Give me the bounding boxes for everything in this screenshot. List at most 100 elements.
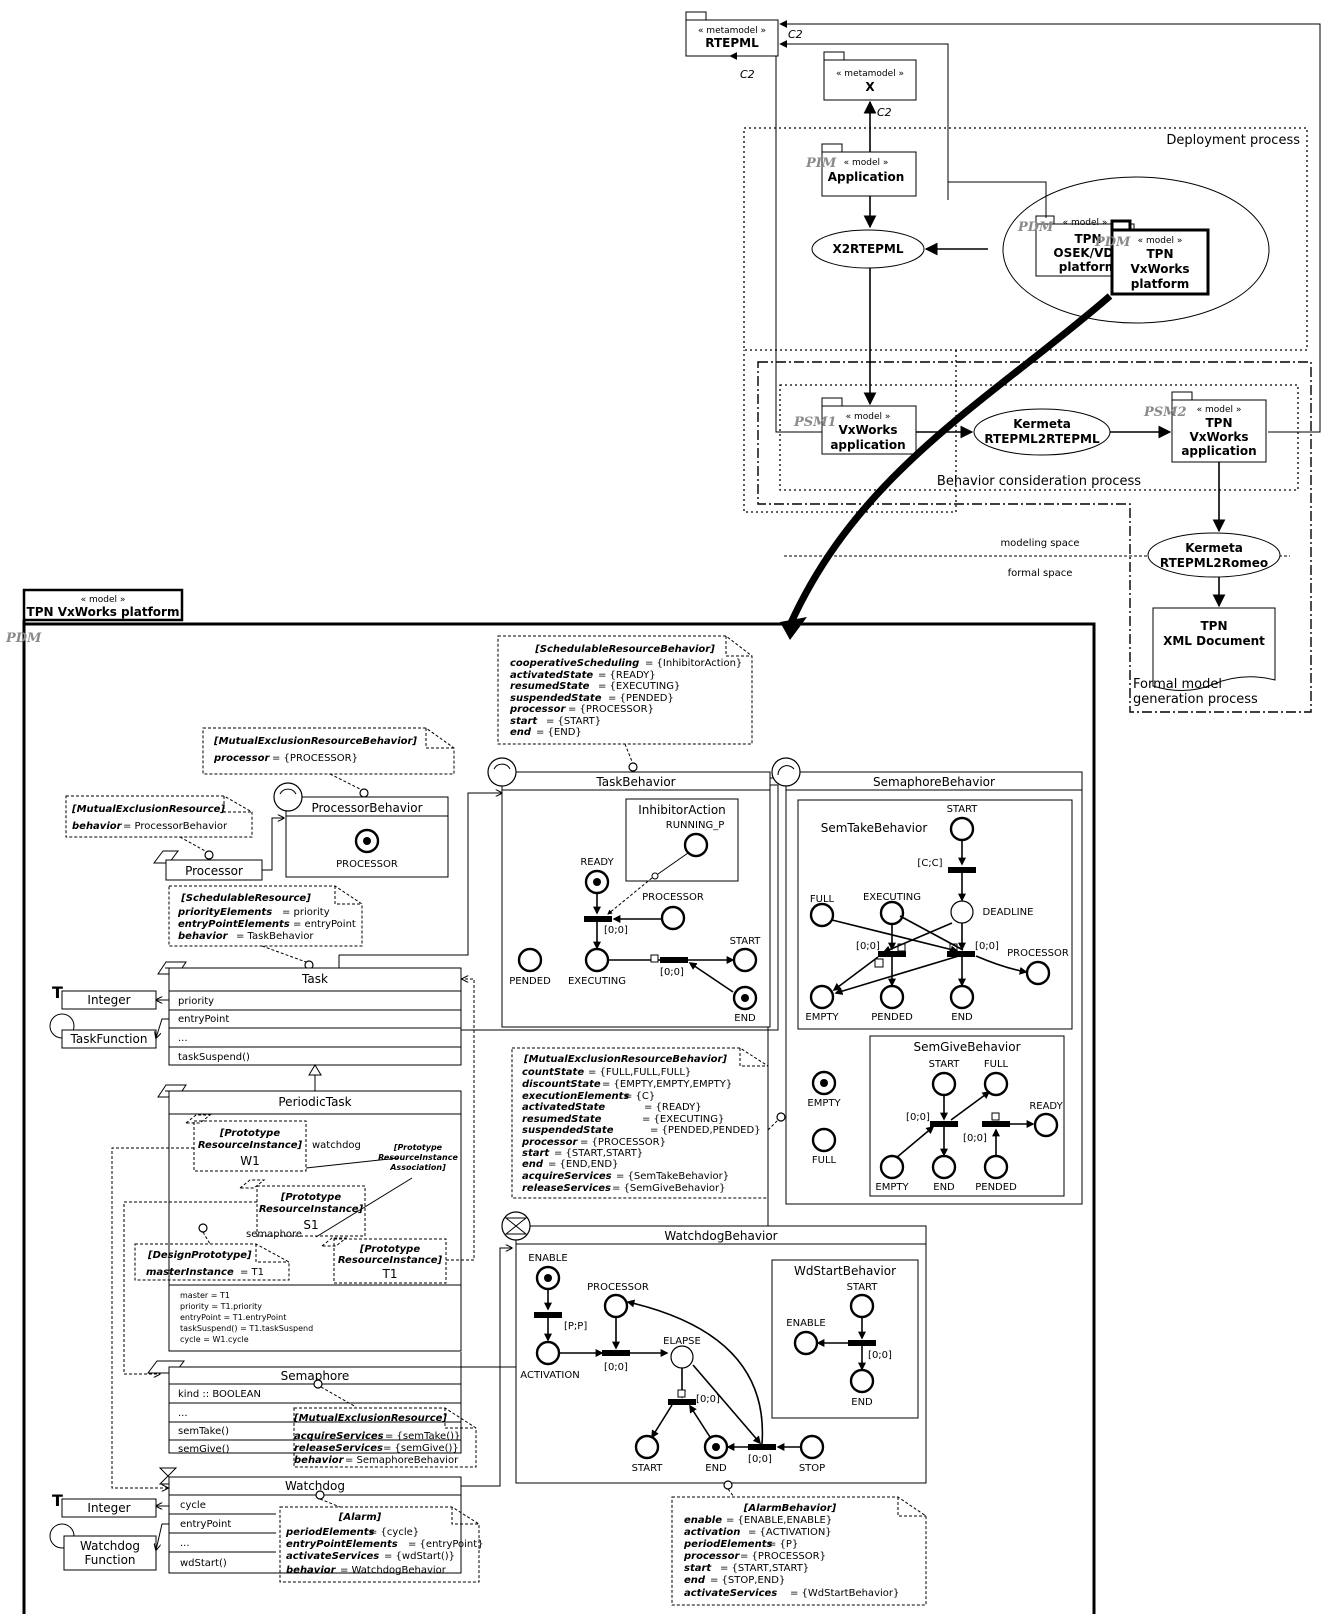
task-attr-entrypoint: entryPoint: [178, 1014, 229, 1025]
note-val: = {WdStartBehavior}: [790, 1588, 899, 1599]
watchdog-function: Watchdog Function: [49, 1523, 157, 1571]
kermeta2-line-2: RTEPML2Romeo: [1160, 556, 1268, 570]
formal-process-label-2: generation process: [1133, 692, 1258, 707]
application-name: Application: [828, 170, 905, 184]
watchdogfunction-line-2: Function: [84, 1553, 135, 1567]
formal-process-label-1: Formal model: [1133, 677, 1222, 692]
note-key: resumedState: [522, 1114, 602, 1125]
w1-name: W1: [240, 1154, 260, 1168]
st-empty-label: EMPTY: [805, 1012, 839, 1023]
note-schedulable-resource-behavior: [SchedulableResourceBehavior] cooperativ…: [497, 635, 753, 745]
note-val: = {SemGiveBehavior}: [612, 1183, 726, 1194]
note-key: start: [510, 716, 538, 727]
note-title: [SchedulableResource]: [180, 893, 311, 904]
osek-line-1: TPN: [1074, 232, 1101, 246]
note-title: [MutualExclusionResource]: [71, 804, 225, 815]
proto-instance-w1: [Prototype ResourceInstance] W1: [184, 1114, 307, 1172]
watchdog-name: Watchdog: [285, 1479, 345, 1493]
note-val: = {PROCESSOR}: [580, 1137, 666, 1148]
x2rtepml-transformation: [811, 229, 925, 269]
watchdog-attr-more: ...: [180, 1538, 190, 1549]
executing-label: EXECUTING: [568, 976, 626, 987]
st-cc-label: [C;C]: [917, 858, 942, 869]
semaphore-op-take: semTake(): [178, 1426, 229, 1437]
behavior-icon: [771, 757, 801, 787]
taskfunction-name: TaskFunction: [70, 1032, 148, 1046]
wd-end-label: END: [705, 1463, 727, 1474]
vxapp-stereo: « model »: [846, 412, 891, 422]
wd-start-label: START: [632, 1463, 664, 1474]
watchdog-attr-entrypoint: entryPoint: [180, 1519, 231, 1530]
slot-entrypoint: entryPoint = T1.entryPoint: [180, 1313, 286, 1322]
note-val: = {READY}: [598, 670, 656, 681]
note-key: processor: [509, 704, 566, 715]
application-stereo: « model »: [844, 158, 889, 168]
slot-master: master = T1: [180, 1291, 230, 1300]
sg-end-label: END: [933, 1182, 955, 1193]
tpnvxapp-stereo: « model »: [1197, 405, 1242, 415]
note-val: = {InhibitorAction}: [645, 658, 742, 669]
note-val: = {wdStart()}: [384, 1551, 455, 1562]
note-title: [SchedulableResourceBehavior]: [534, 644, 715, 655]
task-attr-priority: priority: [178, 996, 214, 1007]
note-key: end: [510, 727, 532, 738]
note-val: = {START,START}: [554, 1148, 643, 1159]
note-val: = {semGive()}: [383, 1443, 459, 1454]
note-val: = {PROCESSOR}: [272, 753, 358, 764]
inhibitor-name: InhibitorAction: [638, 803, 726, 817]
watchdogfunction-line-1: Watchdog: [80, 1539, 140, 1553]
tpnvxapp-line-3: application: [1181, 444, 1256, 458]
note-val: = {semTake()}: [385, 1431, 460, 1442]
c2-label-3: C2: [877, 106, 892, 119]
proto-instance-t1: [Prototype ResourceInstance] T1: [320, 1237, 447, 1284]
note-val: = {EXECUTING}: [598, 681, 680, 692]
t1-name: T1: [382, 1267, 398, 1281]
st-full-label: FULL: [810, 894, 835, 905]
note-val: = {EMPTY,EMPTY,EMPTY}: [602, 1079, 732, 1090]
wd-interval-3: [0;0]: [748, 1454, 772, 1465]
frame-tab: [22, 588, 184, 622]
note-key: entryPointElements: [178, 919, 290, 930]
sg-ready-label: READY: [1029, 1101, 1063, 1112]
note-title: [MutualExclusionResourceBehavior]: [523, 1054, 727, 1065]
x-name: X: [865, 80, 875, 94]
tb-interval-2: [0;0]: [660, 967, 684, 978]
osek-line-3: platform: [1059, 260, 1117, 274]
tpn-xml-document: [1152, 607, 1276, 691]
note-key: end: [522, 1159, 544, 1170]
sembehavior-name: SemaphoreBehavior: [873, 775, 995, 789]
note-key: activateServices: [286, 1551, 379, 1562]
semtake-name: SemTakeBehavior: [821, 821, 928, 835]
vxapp-line-1: VxWorks: [838, 423, 897, 437]
inhibitor-action-box: [625, 798, 739, 882]
model-application: « model » Application PIM: [805, 143, 917, 197]
wd-interval-2: [0;0]: [696, 1394, 720, 1405]
note-title: [MutualExclusionResource]: [293, 1413, 447, 1424]
note-val: = WatchdogBehavior: [340, 1565, 447, 1576]
wds-end-label: END: [851, 1397, 873, 1408]
semaphore-op-give: semGive(): [178, 1444, 230, 1455]
note-key: priorityElements: [177, 907, 272, 918]
note-val: = {PROCESSOR}: [568, 704, 654, 715]
running-label: RUNNING_P: [666, 820, 724, 831]
periodictask-name: PeriodicTask: [278, 1095, 351, 1109]
note-key: processor: [521, 1137, 578, 1148]
assoc-line-2: ResourceInstance: [378, 1153, 458, 1162]
pdm-tag-osek: PDM: [1017, 220, 1054, 235]
tb-interval-1: [0;0]: [604, 925, 628, 936]
task-behavior: TaskBehavior InhibitorAction RUNNING_P R…: [487, 757, 771, 1028]
note-val: = TaskBehavior: [236, 931, 314, 942]
note-val: = {END}: [536, 727, 582, 738]
note-title: [DesignPrototype]: [147, 1250, 252, 1261]
task-name: Task: [301, 972, 328, 986]
wd-start-behavior-box: [771, 1259, 919, 1419]
wd-elapse-label: ELAPSE: [663, 1336, 701, 1347]
semaphore-attr-kind: kind :: BOOLEAN: [178, 1389, 261, 1400]
note-val: = {cycle}: [369, 1527, 419, 1538]
watchdog-behavior: WatchdogBehavior ENABLE [P;P] ACTIVATION…: [501, 1211, 927, 1484]
vxapp-line-2: application: [830, 438, 905, 452]
osek-stereo: « model »: [1063, 218, 1108, 228]
note-val: = {ACTIVATION}: [748, 1527, 832, 1538]
svg-text:T: T: [52, 1491, 63, 1510]
wd-pp-label: [P;P]: [564, 1321, 587, 1332]
